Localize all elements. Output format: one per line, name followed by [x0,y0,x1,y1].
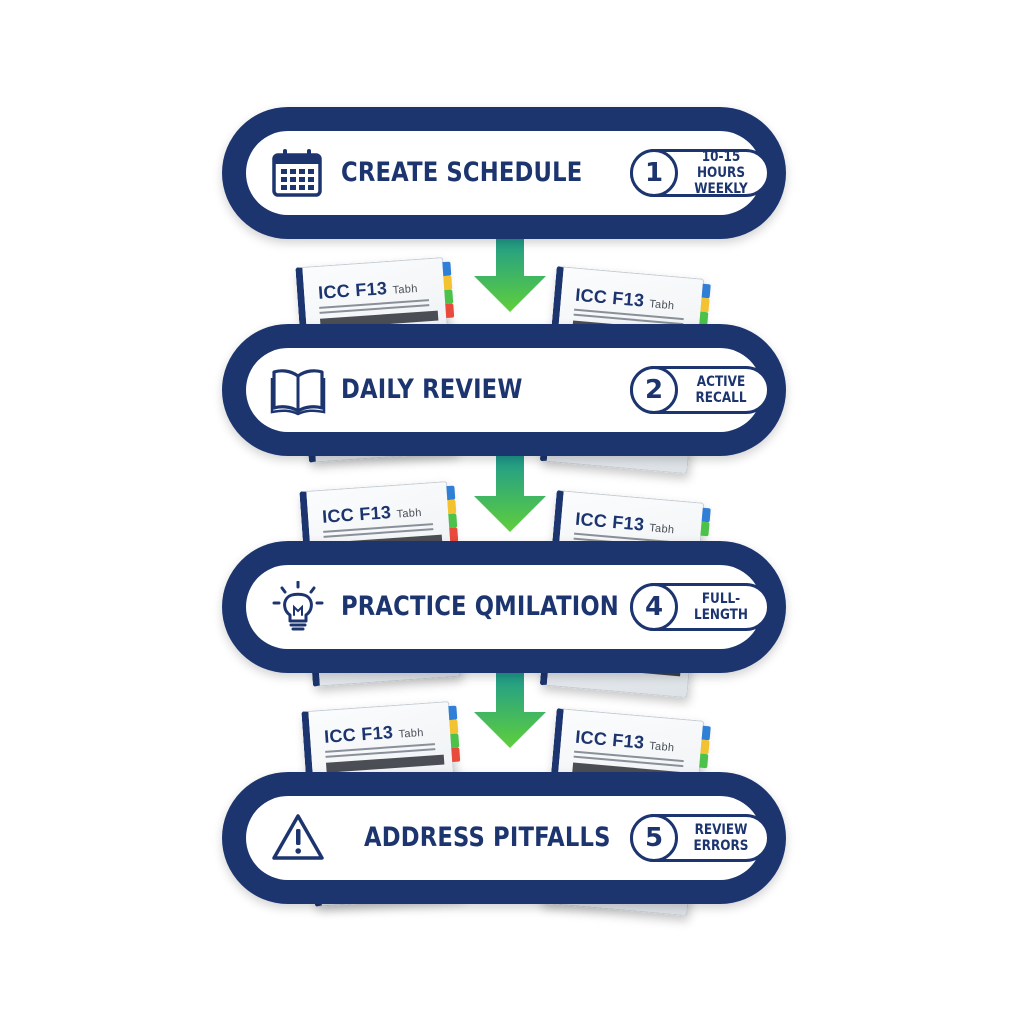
open-book-icon [270,369,326,416]
step-number: 5 [630,814,678,862]
step-title: DAILY REVIEW [341,374,523,405]
down-arrow-icon [474,236,546,312]
step-daily-review: DAILY REVIEW 2 ACTIVE RECALL [222,324,786,456]
step-badge: 4 FULL-LENGTH [630,583,770,631]
step-note: FULL-LENGTH [694,591,748,623]
step-note: 10-15 HOURS WEEKLY [694,149,748,197]
book-title: ICC F13 Tabh [323,722,425,747]
step-number: 4 [630,583,678,631]
step-practice-simulation: PRACTICE QMILATION 4 FULL-LENGTH [222,541,786,673]
book-title: ICC F13 Tabh [321,502,423,527]
warning-icon [272,814,324,860]
lightbulb-icon [272,581,324,631]
step-title: PRACTICE QMILATION [341,591,619,622]
step-number: 1 [630,149,678,197]
step-note: ACTIVE RECALL [695,374,747,406]
step-badge: 1 10-15 HOURS WEEKLY [630,149,770,197]
down-arrow-icon [474,672,546,748]
step-number: 2 [630,366,678,414]
book-title: ICC F13 Tabh [317,278,419,303]
step-badge: 5 REVIEW ERRORS [630,814,770,862]
step-create-schedule: CREATE SCHEDULE 1 10-15 HOURS WEEKLY [222,107,786,239]
step-address-pitfalls: ADDRESS PITFALLS 5 REVIEW ERRORS [222,772,786,904]
calendar-icon [272,149,322,197]
step-title: ADDRESS PITFALLS [364,822,611,853]
down-arrow-icon [474,456,546,532]
step-title: CREATE SCHEDULE [341,157,583,188]
step-note: REVIEW ERRORS [693,822,749,854]
step-badge: 2 ACTIVE RECALL [630,366,770,414]
